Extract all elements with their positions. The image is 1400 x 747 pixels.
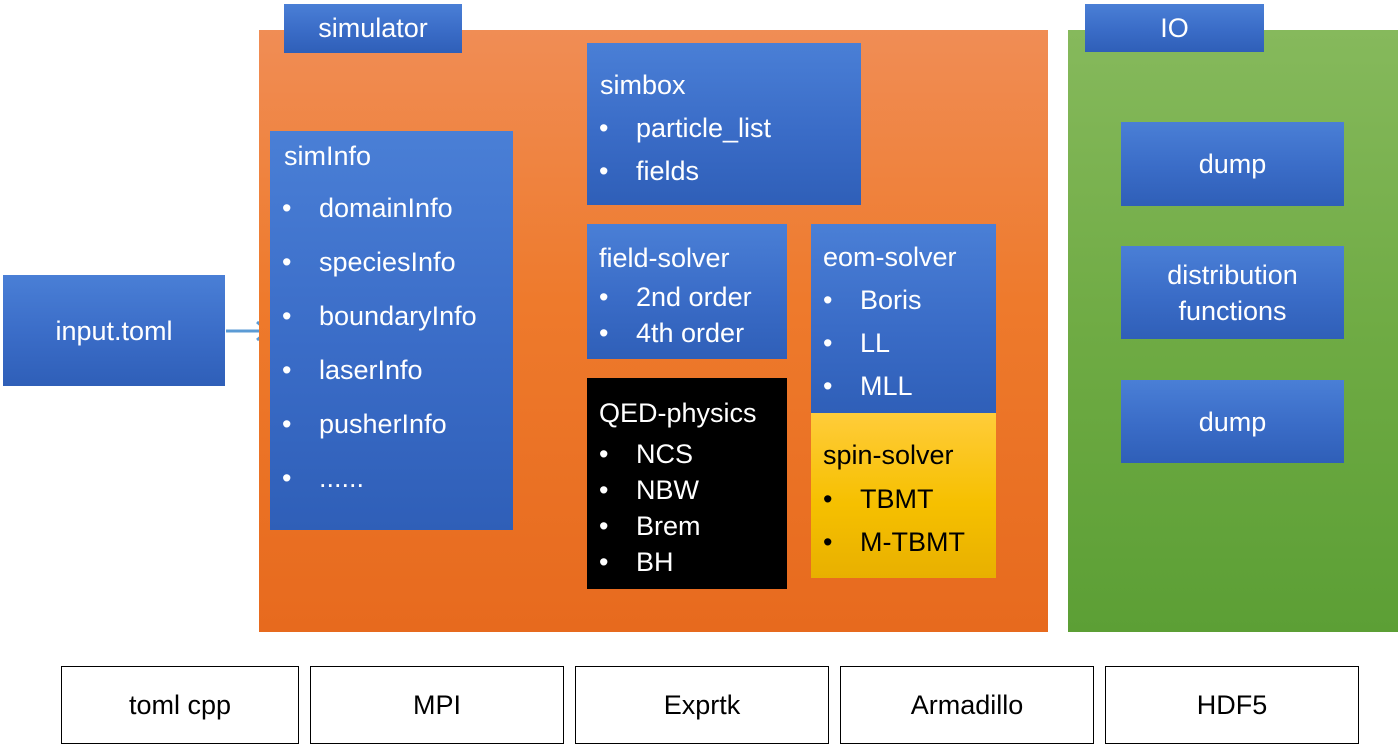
eom-solver-title: eom-solver [823, 242, 957, 272]
list-item: 4th order [587, 320, 787, 348]
simulator-title-tab: simulator [284, 4, 462, 53]
list-item: TBMT [811, 486, 996, 514]
list-item: 2nd order [587, 284, 787, 312]
list-item: boundaryInfo [270, 303, 513, 331]
library-label: MPI [412, 689, 461, 720]
qed-physics-box: QED-physics NCS NBW Brem BH [587, 378, 787, 589]
simbox-title: simbox [600, 70, 686, 100]
eom-solver-list: Boris LL MLL [811, 287, 996, 401]
list-item: laserInfo [270, 357, 513, 385]
library-label: HDF5 [1196, 689, 1268, 720]
io-title-tab: IO [1085, 4, 1264, 52]
field-solver-title: field-solver [599, 243, 730, 273]
field-solver-list: 2nd order 4th order [587, 284, 787, 348]
library-label: Exprtk [663, 689, 741, 720]
siminfo-box: simInfo domainInfo speciesInfo boundaryI… [270, 131, 513, 530]
list-item: particle_list [587, 115, 861, 143]
library-box: Exprtk [575, 666, 829, 744]
simulator-title: simulator [318, 13, 428, 43]
list-item: speciesInfo [270, 249, 513, 277]
list-item: NBW [587, 477, 787, 505]
list-item: ...... [270, 465, 513, 493]
library-box: Armadillo [840, 666, 1094, 744]
spin-solver-box: spin-solver TBMT M-TBMT [811, 413, 996, 578]
siminfo-list: domainInfo speciesInfo boundaryInfo lase… [270, 195, 513, 493]
qed-physics-list: NCS NBW Brem BH [587, 441, 787, 577]
spin-solver-title: spin-solver [823, 440, 954, 470]
library-label: Armadillo [910, 689, 1024, 720]
library-box: MPI [310, 666, 564, 744]
field-solver-box: field-solver 2nd order 4th order [587, 224, 787, 359]
list-item: Boris [811, 287, 996, 315]
eom-solver-box: eom-solver Boris LL MLL [811, 224, 996, 413]
io-distribution-label: distribution functions [1167, 259, 1298, 326]
simbox-box: simbox particle_list fields [587, 43, 861, 205]
library-label: toml cpp [128, 689, 232, 720]
list-item: fields [587, 158, 861, 186]
library-box: toml cpp [61, 666, 299, 744]
io-dump-box: dump [1121, 380, 1344, 463]
input-toml-box: input.toml [3, 275, 225, 386]
list-item: domainInfo [270, 195, 513, 223]
list-item: pusherInfo [270, 411, 513, 439]
io-dump-box: dump [1121, 122, 1344, 206]
siminfo-title: simInfo [284, 141, 372, 171]
list-item: M-TBMT [811, 529, 996, 557]
spin-solver-list: TBMT M-TBMT [811, 486, 996, 557]
io-distribution-box: distribution functions [1121, 246, 1344, 339]
qed-physics-title: QED-physics [599, 398, 757, 428]
list-item: Brem [587, 513, 787, 541]
library-box: HDF5 [1105, 666, 1359, 744]
list-item: NCS [587, 441, 787, 469]
io-dump-label: dump [1198, 149, 1267, 179]
list-item: LL [811, 330, 996, 358]
list-item: MLL [811, 373, 996, 401]
io-dump-label: dump [1198, 406, 1267, 437]
simbox-list: particle_list fields [587, 115, 861, 186]
io-title: IO [1160, 12, 1189, 43]
input-toml-label: input.toml [55, 315, 173, 346]
list-item: BH [587, 549, 787, 577]
